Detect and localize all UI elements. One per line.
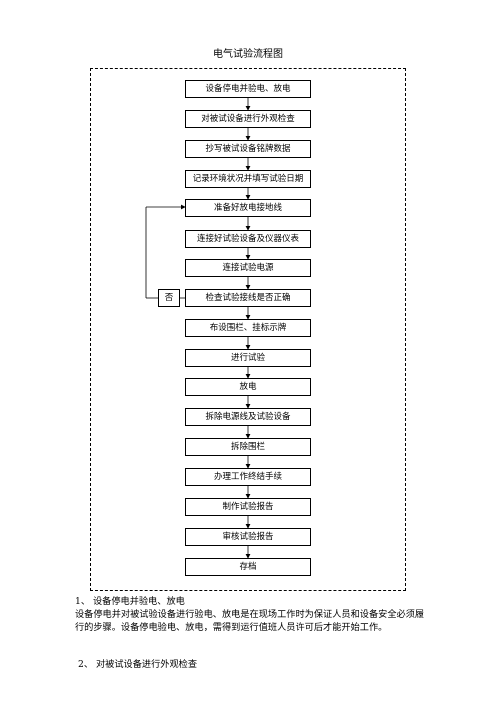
loop-no-label: 否: [158, 289, 180, 307]
step-4: 记录环境状况并填写试验日期: [185, 170, 311, 188]
flowchart-frame: [90, 68, 406, 591]
section-1-body: 设备停电并对被试验设备进行验电、放电是在现场工作时为保证人员和设备安全必须履行的…: [75, 609, 425, 633]
step-14: 办理工作终结手续: [185, 468, 311, 486]
step-16: 审核试验报告: [185, 528, 311, 546]
step-2: 对被试设备进行外观检查: [185, 110, 311, 128]
step-6: 连接好试验设备及仪器仪表: [185, 230, 311, 248]
step-1: 设备停电并验电、放电: [185, 80, 311, 98]
step-7: 连接试验电源: [185, 259, 311, 277]
step-13: 拆除围栏: [185, 438, 311, 456]
step-17: 存档: [185, 558, 311, 576]
section-1-heading: 1、 设备停电并验电、放电: [75, 596, 185, 607]
step-5: 准备好放电接地线: [185, 199, 311, 217]
step-8: 检查试验接线是否正确: [185, 289, 311, 307]
step-3: 抄写被试设备铭牌数据: [185, 140, 311, 158]
step-11: 放电: [185, 378, 311, 396]
section-2-heading: 2、 对被试设备进行外观检查: [78, 659, 198, 670]
step-9: 布设围栏、挂标示牌: [185, 319, 311, 337]
step-12: 拆除电源线及试验设备: [185, 408, 311, 426]
step-15: 制作试验报告: [185, 498, 311, 516]
page-title: 电气试验流程图: [213, 49, 283, 60]
step-10: 进行试验: [185, 349, 311, 367]
